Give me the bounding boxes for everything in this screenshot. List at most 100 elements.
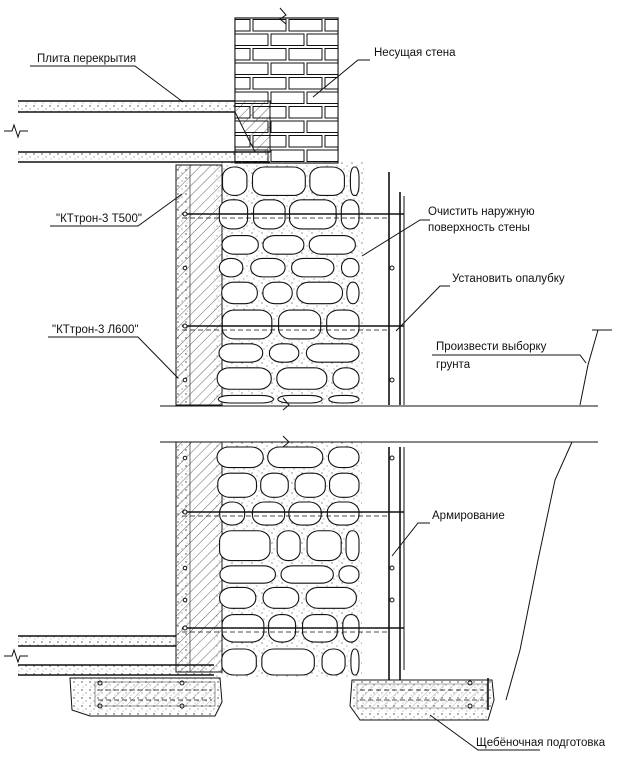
stone [268,343,300,363]
stone [345,530,360,562]
stone [305,586,357,609]
stone [216,446,264,469]
stone [349,166,360,196]
brick [288,106,323,119]
section-break [160,397,598,448]
formwork [388,172,405,680]
floor-slab [4,100,271,163]
stone [291,257,335,278]
stone [260,472,289,498]
stone [346,281,360,305]
label-gravel: Щебёночная подготовка [476,737,606,749]
brick [324,48,339,61]
brick [288,48,323,61]
stone [296,281,344,305]
brick [306,33,339,46]
stone [350,648,360,676]
stone [328,394,360,404]
label-bearing-wall: Несущая стена [374,47,456,59]
excavation-profile [505,329,612,701]
stone [216,367,272,390]
stone [219,586,257,609]
label-ktron-t500: "КТтрон-3 Т500" [56,213,142,225]
stone [338,565,360,584]
stone [221,648,257,676]
brick [324,135,339,148]
gravel-preparation [69,677,495,721]
label-excavate-line2: грунта [436,359,471,371]
brick [324,106,339,119]
brick [270,62,305,75]
brick [270,120,305,133]
label-clean-surface-line2: поверхность стены [428,222,530,234]
brick [306,62,339,75]
brick [288,19,323,32]
stone [251,501,286,526]
bottom-floor-slab [4,635,214,676]
stone [217,472,258,498]
stone [219,530,271,562]
stone [276,367,328,390]
stone [262,586,300,609]
stone [219,565,276,584]
stone [321,648,346,676]
brick [234,77,251,90]
stone [278,309,322,340]
rubble-stone-wall-lower [214,442,362,677]
stone [221,234,259,255]
brick [252,48,287,61]
brick [324,19,339,32]
stone [262,234,305,255]
stone [277,394,323,404]
stone [326,309,360,340]
leader-lines [30,59,587,751]
stone [251,166,306,196]
brick [306,120,339,133]
stone [217,394,274,404]
brick [234,48,251,61]
label-ktron-l600: "КТтрон-3 Л600" [52,324,138,336]
stone [221,281,258,305]
brick [306,149,339,162]
brick [306,91,339,104]
stone [250,257,286,278]
stone [276,530,301,562]
stone [309,166,345,196]
brick [270,91,305,104]
stone [305,343,360,363]
stone [218,257,244,278]
stone [218,343,264,363]
brick [288,77,323,90]
stone [288,501,322,526]
brick [234,62,269,75]
stone [326,501,360,526]
label-excavate-line1: Произвести выборку [436,341,547,353]
stone [294,472,326,498]
stone [332,367,360,390]
label-formwork: Установить опалубку [452,273,565,285]
stone [261,648,315,676]
stone [219,501,246,526]
stone [262,281,293,305]
brick [234,19,251,32]
stone [308,234,356,255]
stone [280,565,334,584]
stone [221,309,273,340]
stone [306,530,342,562]
stone [327,446,360,469]
brick [252,77,287,90]
label-slab: Плита перекрытия [37,53,136,65]
label-clean-surface-line1: Очистить наружную [428,206,535,218]
label-reinforcement: Армирование [432,510,505,522]
rubble-stone-wall-upper [214,162,364,405]
brick [252,19,287,32]
stone [221,166,248,196]
stone [329,472,360,498]
brick [270,33,305,46]
brick [324,77,339,90]
brick [288,135,323,148]
stone [340,257,360,278]
stone [267,446,324,469]
brick [270,149,305,162]
